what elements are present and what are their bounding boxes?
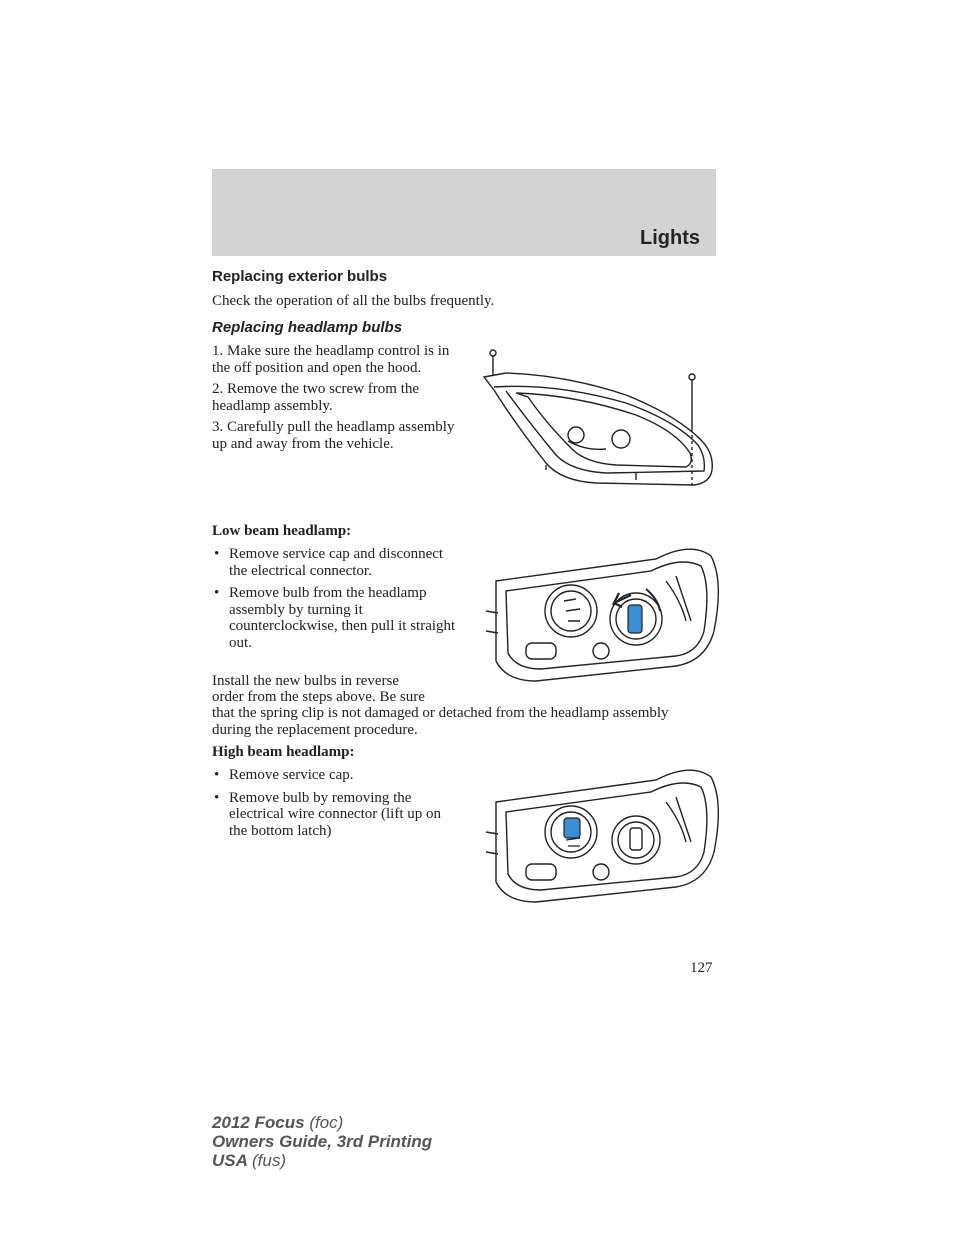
footer-line-2: Owners Guide, 3rd Printing <box>212 1132 433 1151</box>
footer-model-code: (foc) <box>309 1113 344 1132</box>
list-item: Remove bulb by removing the electrical w… <box>212 790 462 840</box>
document-footer: 2012 Focus (foc) Owners Guide, 3rd Print… <box>212 1113 432 1170</box>
low-beam-title: Low beam headlamp: <box>212 523 352 539</box>
section-intro: Check the operation of all the bulbs fre… <box>212 293 495 309</box>
list-item: Remove service cap and disconnect the el… <box>212 546 462 579</box>
steps-list: 1. Make sure the headlamp control is in … <box>212 343 462 453</box>
footer-model: 2012 Focus <box>212 1113 305 1132</box>
footer-market-code: (fus) <box>252 1151 286 1170</box>
install-note-rest: that the spring clip is not damaged or d… <box>212 705 669 738</box>
step-1: 1. Make sure the headlamp control is in … <box>212 343 450 376</box>
section-title: Replacing exterior bulbs <box>212 268 388 285</box>
chapter-title: Lights <box>640 227 700 249</box>
headlamp-assembly-illustration <box>482 349 713 486</box>
footer-line-3: USA (fus) <box>212 1151 432 1170</box>
page-number: 127 <box>690 960 713 976</box>
high-beam-bullets: Remove service cap. Remove bulb by remov… <box>212 767 462 845</box>
subsection-title: Replacing headlamp bulbs <box>212 319 403 336</box>
high-beam-bulb-illustration <box>485 769 720 903</box>
list-item: Remove bulb from the headlamp assembly b… <box>212 585 462 651</box>
low-beam-bulb-illustration <box>485 548 720 682</box>
install-note-line-1: Install the new bulbs in reverse <box>212 673 400 689</box>
high-beam-title: High beam headlamp: <box>212 744 355 760</box>
step-3: 3. Carefully pull the headlamp assembly … <box>212 419 455 452</box>
list-item: Remove service cap. <box>212 767 462 784</box>
footer-line-1: 2012 Focus (foc) <box>212 1113 432 1132</box>
install-note-line-2: order from the steps above. Be sure <box>212 689 425 705</box>
footer-market: USA <box>212 1151 248 1170</box>
step-2: 2. Remove the two screw from the headlam… <box>212 381 420 414</box>
chapter-header-band: Lights <box>212 169 716 256</box>
low-beam-bullets: Remove service cap and disconnect the el… <box>212 546 462 658</box>
